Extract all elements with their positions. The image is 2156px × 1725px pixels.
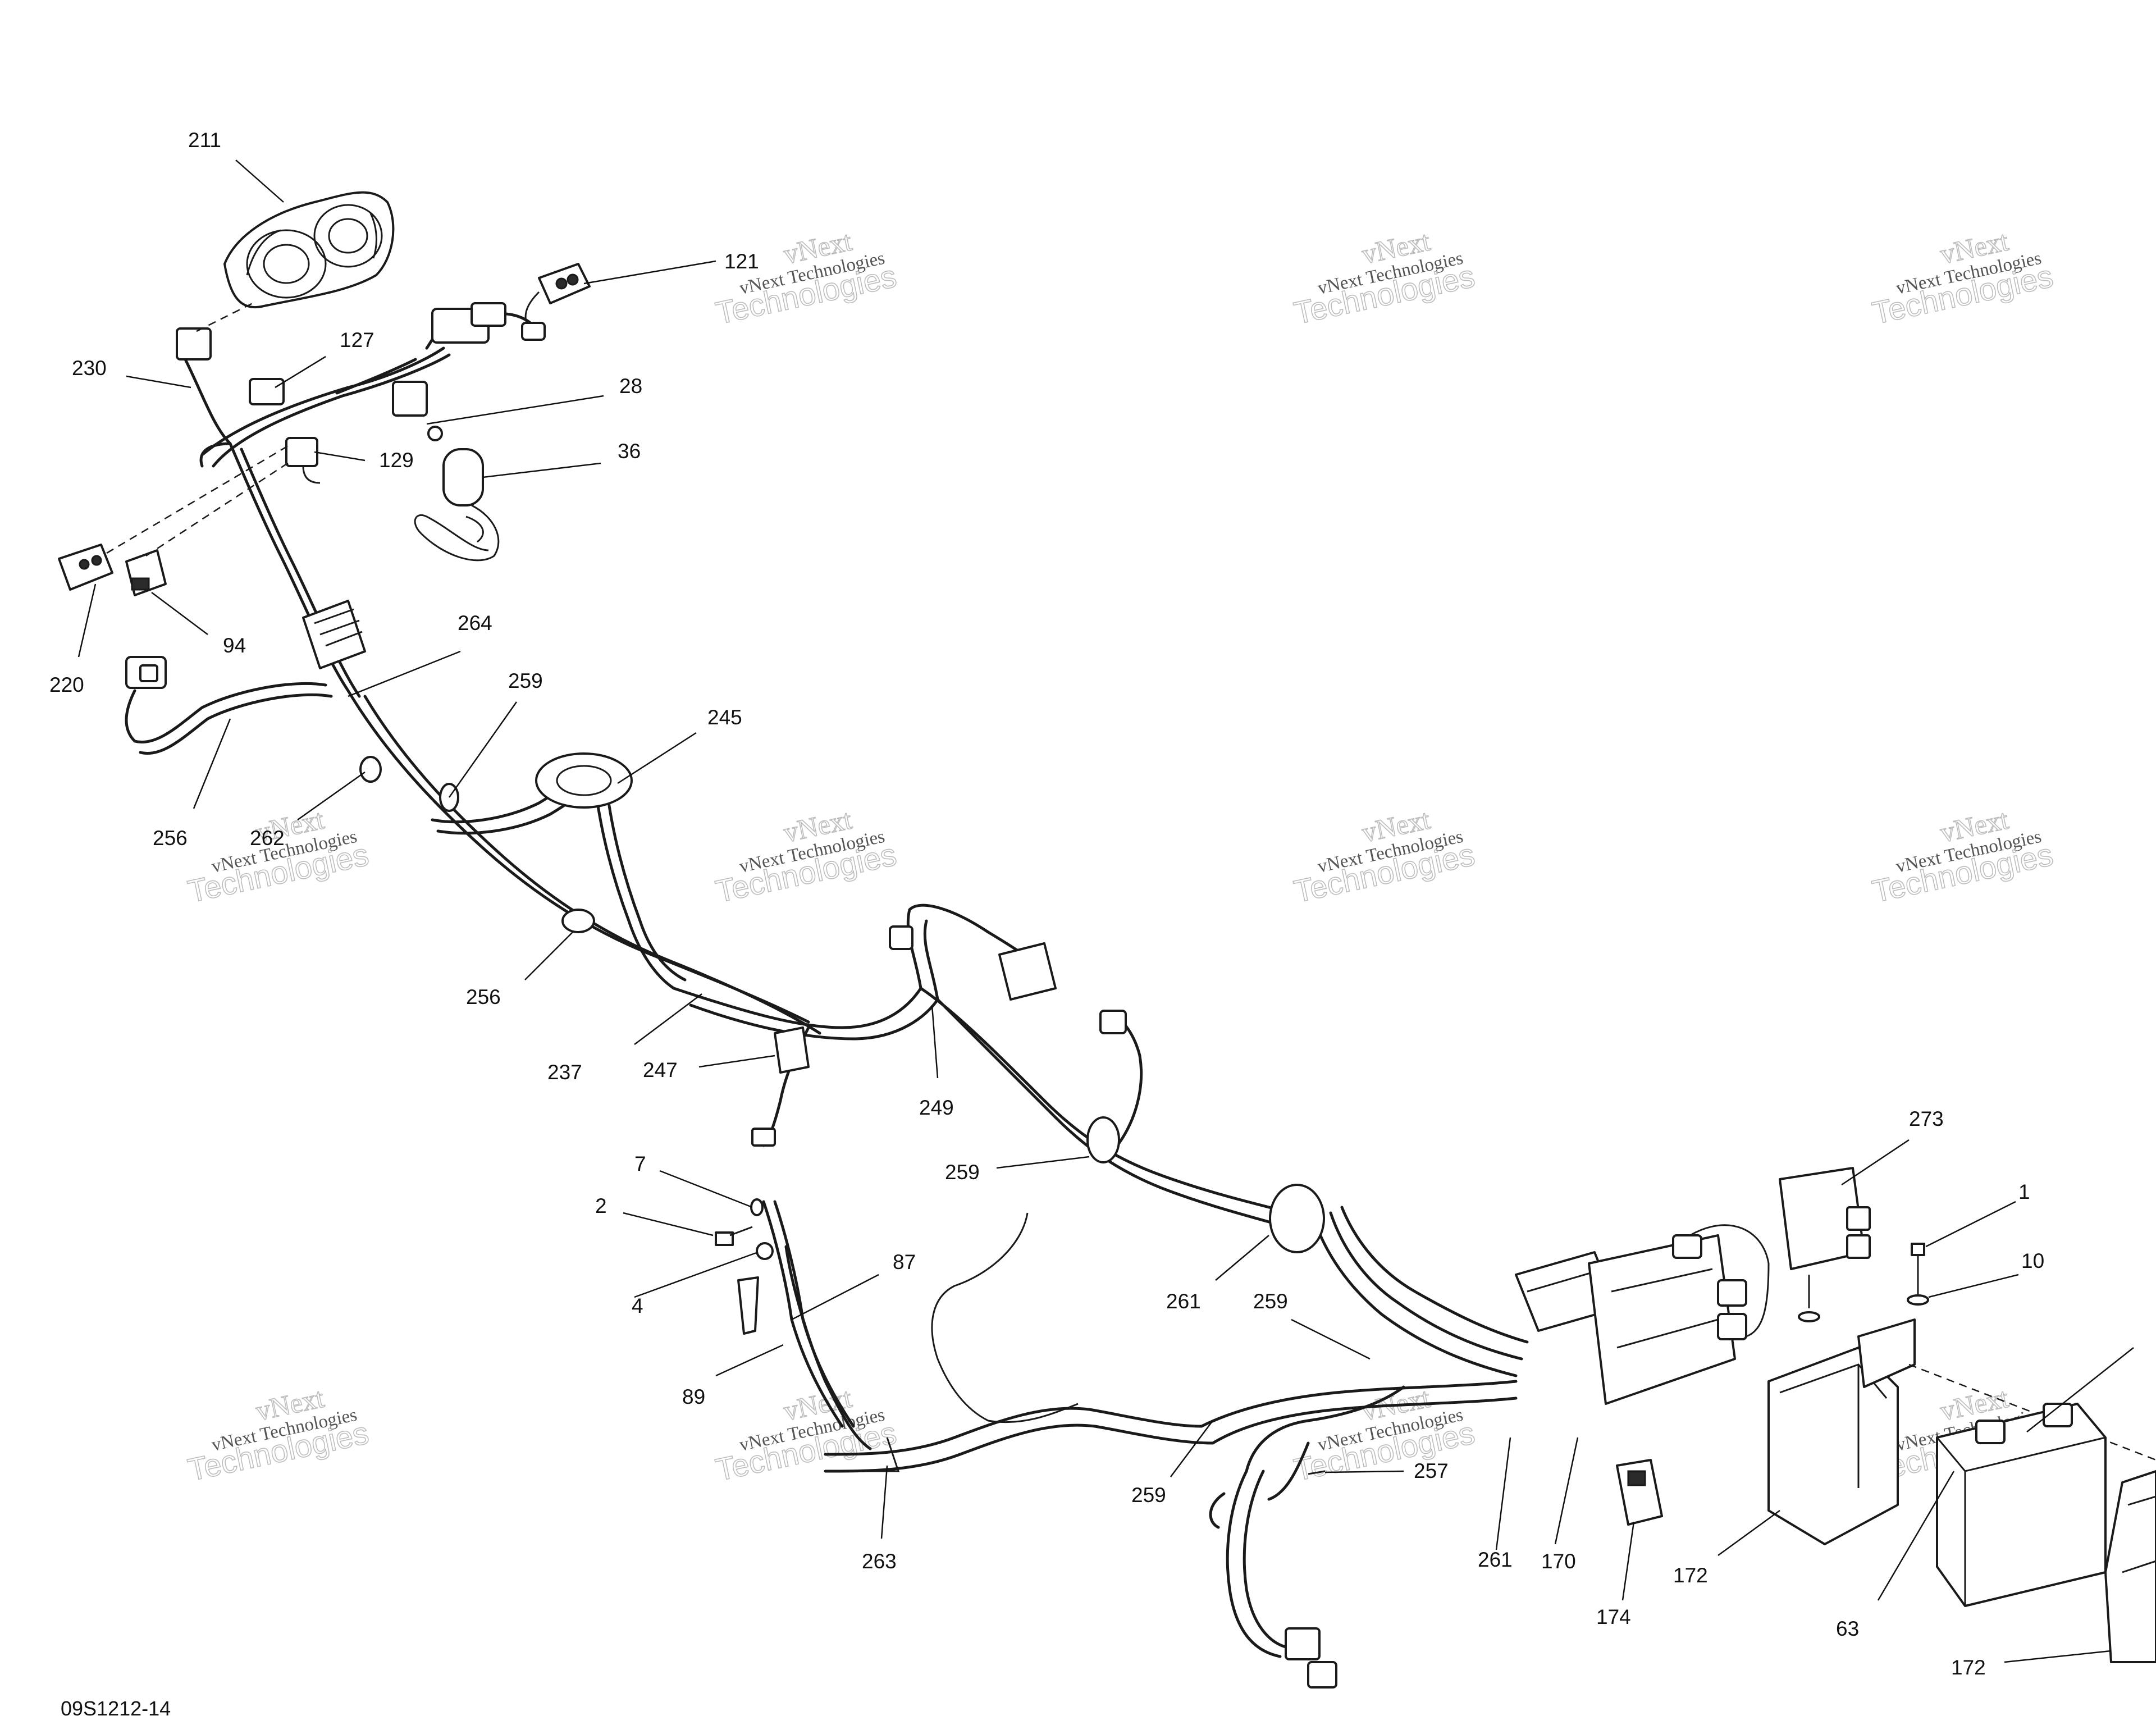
- callout-174: 174: [1596, 1605, 1631, 1628]
- watermark: vNext vNext Technologies Technologies: [1869, 225, 2056, 331]
- battery-bracket-172: [1767, 1318, 2156, 1545]
- callout-259: 259: [945, 1161, 980, 1184]
- callout-256: 256: [153, 827, 188, 850]
- fuse-box-170: [1515, 1224, 1770, 1405]
- relay-174: [1616, 1459, 1663, 1526]
- callout-247: 247: [643, 1058, 678, 1081]
- bolt-2: [715, 1226, 753, 1246]
- callout-172: 172: [1951, 1656, 1986, 1679]
- callout-245: 245: [707, 706, 742, 729]
- callout-89: 89: [682, 1385, 705, 1408]
- connector-247: [751, 1026, 810, 1147]
- callout-230: 230: [72, 357, 107, 380]
- callout-220: 220: [49, 673, 84, 696]
- module-273: [1779, 1167, 1871, 1270]
- switch-94: [125, 459, 293, 596]
- callout-256: 256: [466, 985, 501, 1008]
- clip-257: [1308, 1470, 1326, 1475]
- battery: [1936, 1403, 2107, 1607]
- free-wire-87: [931, 1212, 1079, 1423]
- drawing-number: 09S1212-14: [61, 1697, 171, 1720]
- callout-259: 259: [508, 669, 543, 692]
- watermarks: vNext vNext Technologies Technologies vN…: [184, 225, 2056, 1488]
- switch-connector-121: [521, 263, 591, 341]
- watermark: vNext vNext Technologies Technologies: [1290, 225, 1478, 331]
- connector-lower-loop: [1285, 1627, 1337, 1689]
- callout-28: 28: [619, 375, 642, 398]
- clip-262: [359, 756, 382, 783]
- leader-lines: [77, 159, 2134, 1663]
- callout-172: 172: [1673, 1564, 1708, 1587]
- watermark: vNext vNext Technologies Technologies: [1290, 803, 1478, 910]
- connector-256-left: [125, 656, 167, 689]
- callout-36: 36: [618, 440, 641, 463]
- connector-upper-mid: [889, 925, 1127, 1034]
- callout-261: 261: [1166, 1290, 1201, 1313]
- callout-4: 4: [632, 1294, 643, 1317]
- callout-170: 170: [1541, 1550, 1576, 1573]
- watermark: vNext vNext Technologies Technologies: [712, 803, 899, 910]
- callout-63: 63: [1836, 1617, 1859, 1640]
- callout-211: 211: [188, 129, 221, 152]
- switch-220: [58, 442, 293, 591]
- callout-259: 259: [1253, 1290, 1288, 1313]
- bolt-bracket: [1798, 1275, 1820, 1322]
- callout-257: 257: [1414, 1459, 1449, 1482]
- clip-263: [865, 1437, 900, 1472]
- sleeve-261: [1269, 1184, 1325, 1253]
- watermark: vNext vNext Technologies Technologies: [712, 225, 899, 331]
- watermark: vNext vNext Technologies Technologies: [184, 1381, 372, 1488]
- callout-2: 2: [595, 1194, 607, 1217]
- watermark: vNext vNext Technologies Technologies: [184, 803, 372, 910]
- callout-87: 87: [893, 1251, 916, 1274]
- callout-1: 1: [2018, 1180, 2030, 1203]
- connector-127: [249, 378, 285, 405]
- connector-group-upper: [392, 302, 506, 441]
- watermark: vNext vNext Technologies Technologies: [1869, 803, 2056, 910]
- callout-262: 262: [250, 827, 285, 850]
- callout-237: 237: [547, 1061, 582, 1084]
- module-264: [302, 600, 366, 669]
- callout-263: 263: [862, 1550, 897, 1573]
- callout-273: 273: [1909, 1107, 1944, 1130]
- callout-129: 129: [379, 449, 414, 472]
- connector-129: [285, 437, 321, 484]
- washer-7: [750, 1198, 764, 1216]
- safety-lanyard-36: [414, 448, 500, 562]
- callout-labels: 211 121 127 230 28 129 36 220 94 264 259…: [49, 129, 2044, 1679]
- instrument-cluster: [223, 191, 395, 309]
- callout-249: 249: [919, 1096, 954, 1119]
- callout-264: 264: [458, 611, 492, 635]
- connector-230: [176, 302, 253, 360]
- callout-121: 121: [724, 250, 759, 273]
- clip-256: [561, 909, 595, 933]
- nut-4: [756, 1242, 774, 1260]
- main-harness: [184, 346, 1529, 1658]
- sleeve-259-mid: [1086, 1116, 1120, 1163]
- battery-bracket-right: [2104, 1470, 2156, 1663]
- callout-94: 94: [223, 634, 246, 657]
- callout-10: 10: [2021, 1249, 2044, 1272]
- bolt-1: [1911, 1243, 1925, 1294]
- callout-7: 7: [634, 1152, 646, 1175]
- grommet-245: [535, 752, 633, 809]
- callout-127: 127: [340, 328, 374, 352]
- terminal-89: [737, 1276, 759, 1335]
- left-branch: [125, 682, 333, 755]
- callout-261: 261: [1478, 1548, 1513, 1571]
- callout-259: 259: [1131, 1484, 1166, 1507]
- washer-10: [1907, 1294, 1929, 1306]
